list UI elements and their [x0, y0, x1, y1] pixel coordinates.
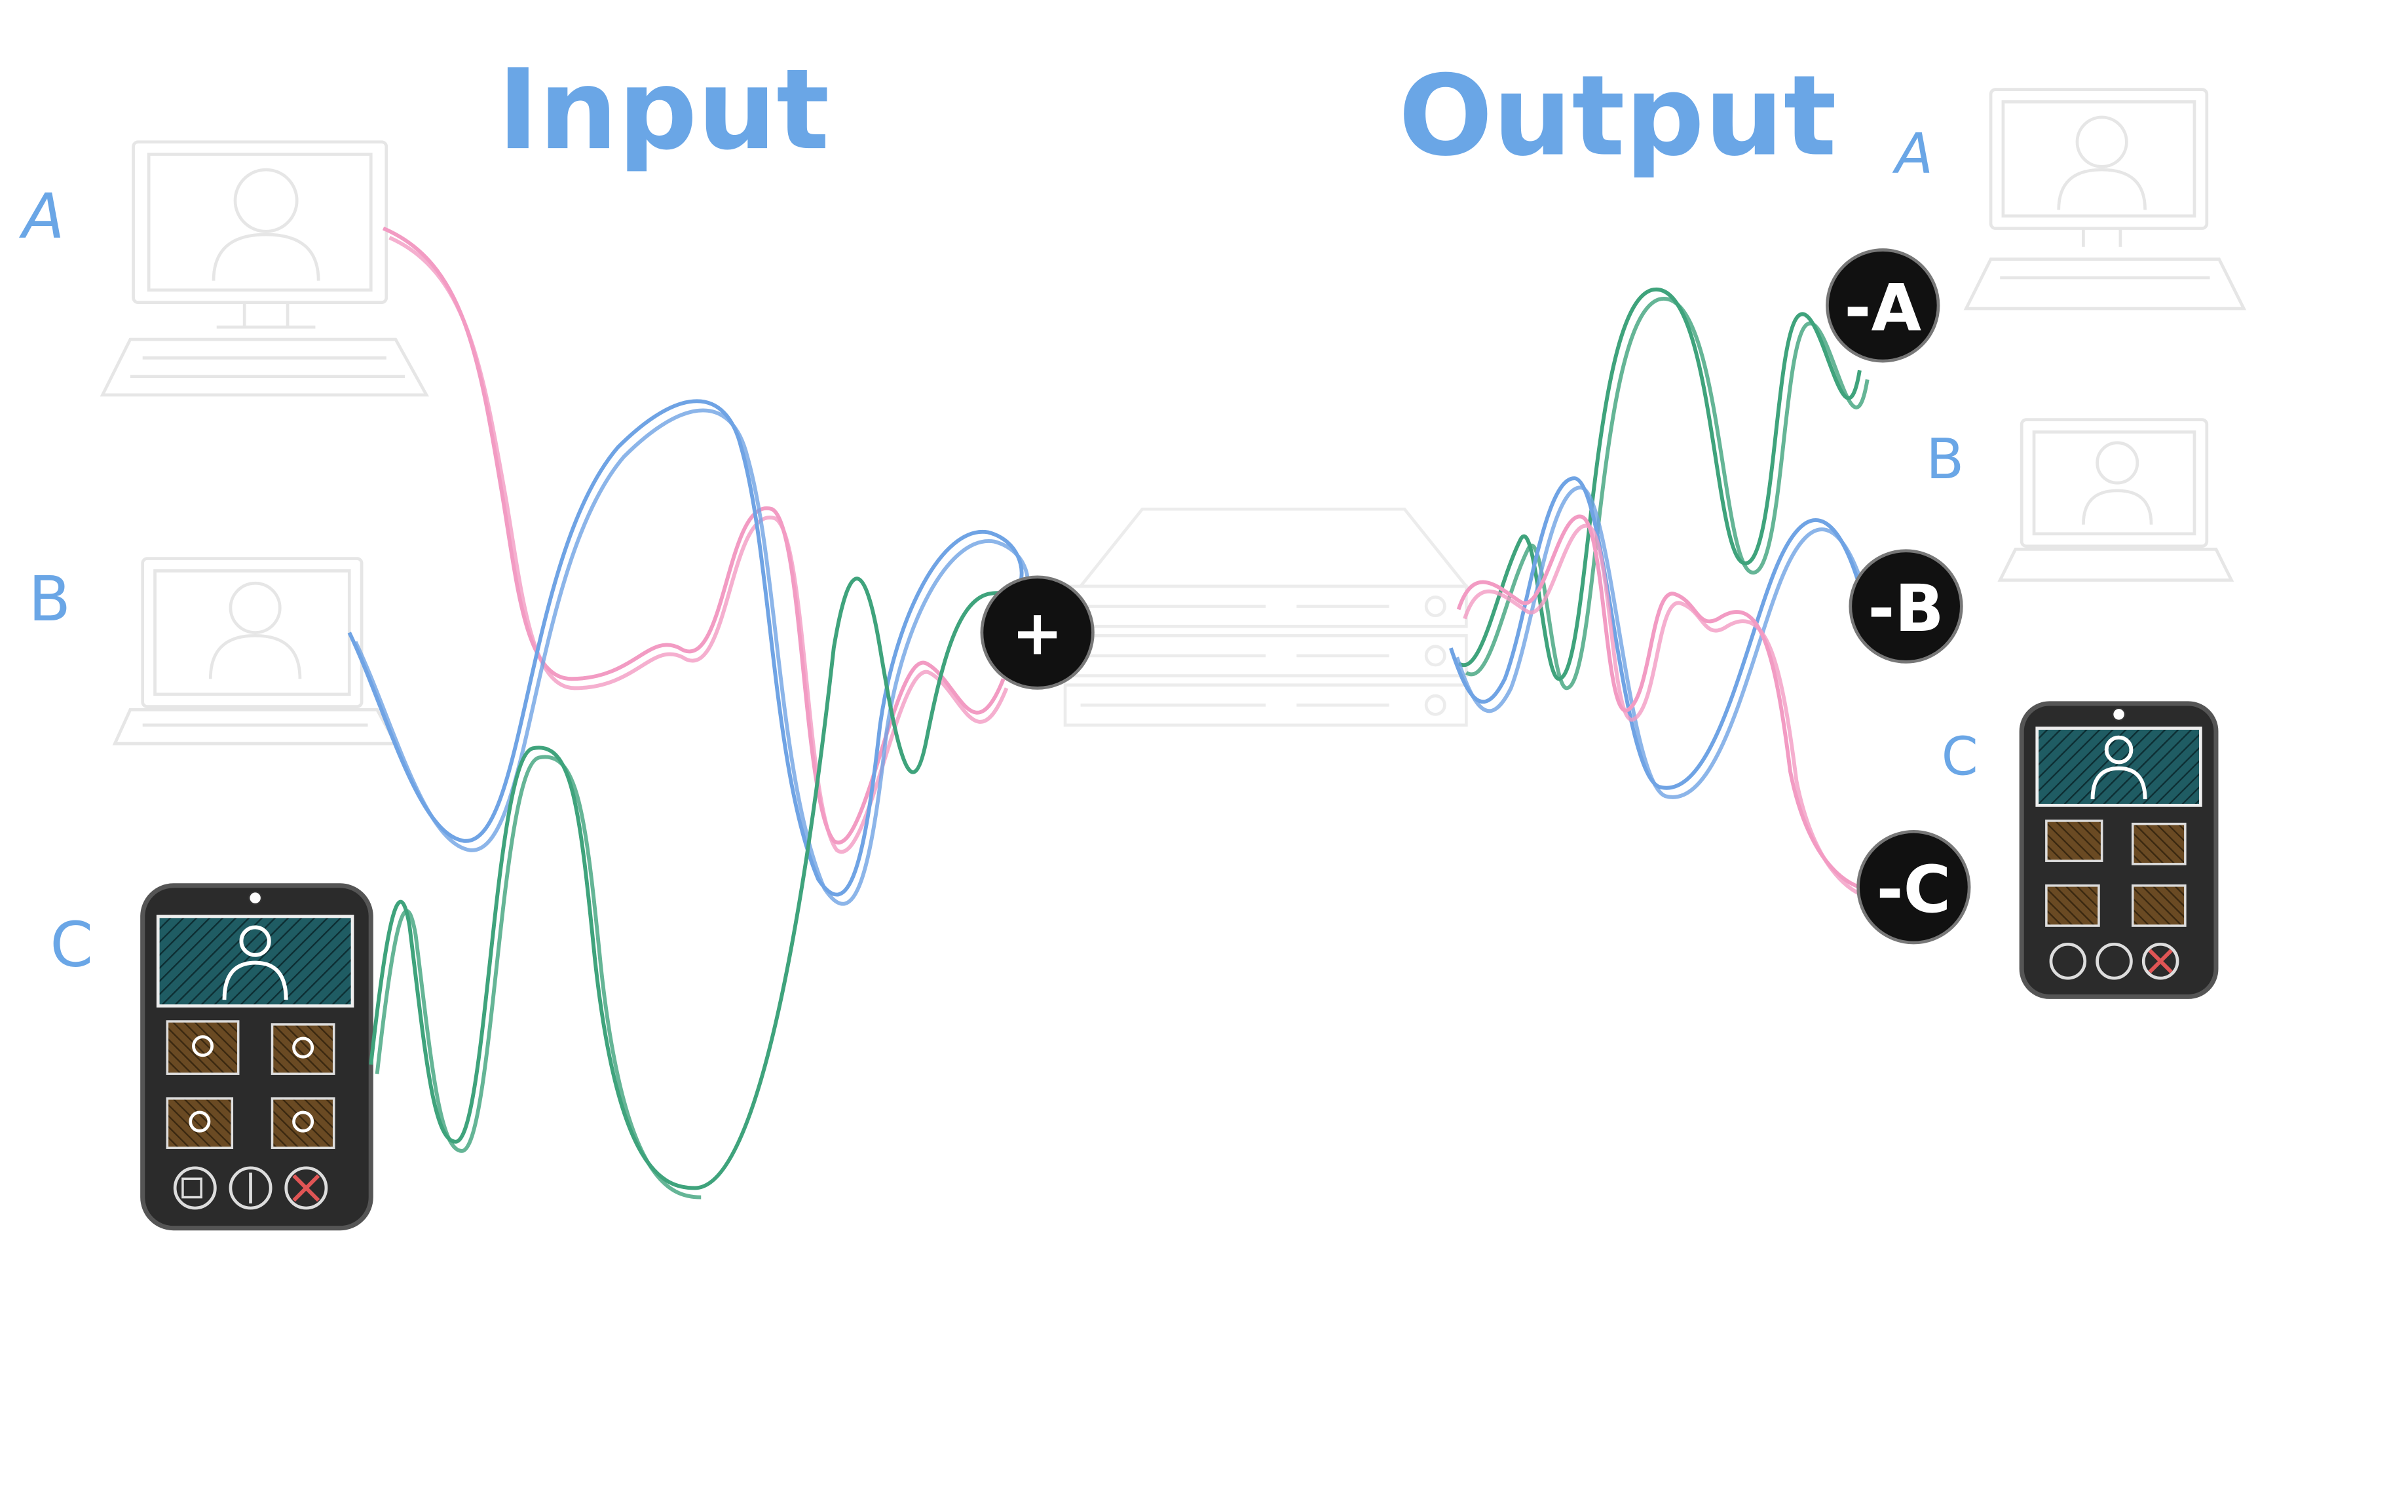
input-signal-a	[382, 226, 1009, 854]
output-label-b: B	[1926, 426, 1964, 491]
output-desktop-a-icon	[1963, 88, 2247, 311]
server-rack-icon	[1063, 507, 1470, 727]
phone-c-icon	[140, 883, 373, 1231]
output-signal-b	[1449, 476, 1868, 799]
output-label-a: A	[1892, 121, 1933, 186]
input-label-b: B	[28, 564, 71, 635]
laptop-computer-b-icon	[112, 557, 398, 746]
input-label-a: A	[18, 181, 64, 253]
output-label-c: C	[1942, 726, 1978, 787]
mixer-plus-badge: +	[980, 575, 1095, 690]
input-title: Input	[497, 45, 829, 174]
input-label-c: C	[50, 909, 93, 981]
output-laptop-b-icon	[1997, 418, 2234, 582]
output-phone-c-icon	[2019, 701, 2219, 999]
subtract-a-badge: -A	[1826, 248, 1940, 363]
input-signal-c	[369, 576, 1028, 1200]
input-signal-b	[347, 399, 1030, 906]
subtract-c-label: -C	[1877, 852, 1951, 928]
subtract-b-label: -B	[1868, 571, 1944, 647]
subtract-a-label: -A	[1844, 271, 1921, 346]
desktop-computer-a-icon	[100, 140, 430, 397]
output-signal-c	[1456, 514, 1867, 899]
mixer-plus-label: +	[1011, 598, 1063, 670]
subtract-b-badge: -B	[1849, 549, 1963, 664]
subtract-c-badge: -C	[1856, 830, 1971, 945]
output-title: Output	[1399, 52, 1837, 181]
